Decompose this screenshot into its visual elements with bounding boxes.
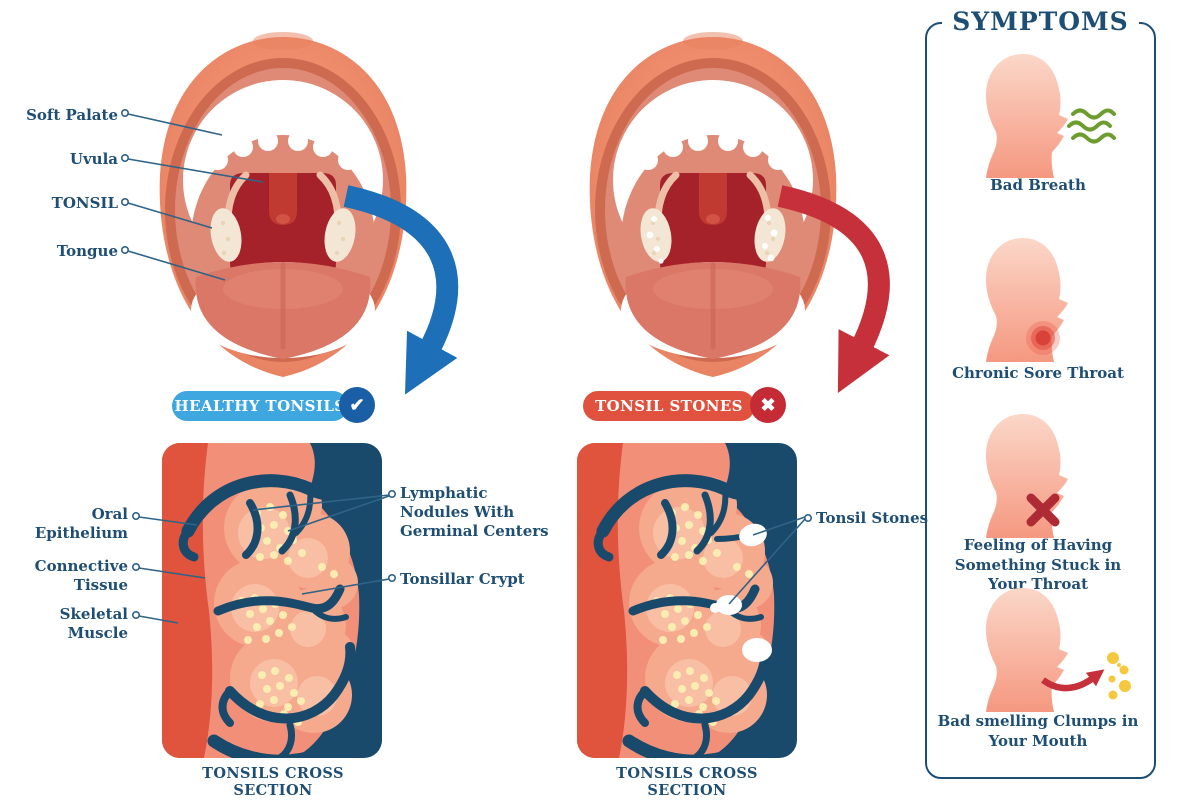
label-tonsil-stones: Tonsil Stones [816,509,929,527]
leader-lines [121,109,812,624]
x-mark-icon [1026,493,1060,527]
expel-arrow-icon [1041,669,1105,692]
label-tonsillar-crypt: Tonsillar Crypt [400,570,525,588]
bad-breath-icon [986,53,1116,178]
label-connective-tissue: Connective Tissue [34,557,128,594]
tonsil-stones-badge: TONSIL STONES [583,391,755,421]
clumps-icon [986,587,1131,712]
label-oral-epithelium: Oral Epithelium [34,505,128,542]
check-icon: ✔ [339,387,375,423]
healthy-section-caption: TONSILS CROSS SECTION [202,765,344,799]
stones-cross-section [577,443,797,761]
stones-arrow [777,185,890,394]
label-skeletal-muscle: Skeletal Muscle [59,605,128,642]
breath-waves-icon [1067,108,1116,144]
throat-pain-glow-icon [1026,321,1060,355]
symptom-clumps: Bad smelling Clumps in Your Mouth [937,712,1139,750]
healthy-arrow [343,185,459,395]
stuck-throat-icon [986,413,1068,538]
cross-icon: ✖ [750,387,786,423]
label-lymphatic-nodules: Lymphatic Nodules With Germinal Centers [400,484,549,540]
label-uvula: Uvula [69,150,118,168]
symptoms-title: SYMPTOMS [927,7,1154,36]
symptom-bad-breath: Bad Breath [990,176,1086,194]
stones-mouth-illustration [590,32,837,377]
healthy-cross-section [162,443,382,761]
symptom-stuck-throat: Feeling of Having Something Stuck in You… [954,536,1122,593]
label-soft-palate: Soft Palate [26,106,118,124]
label-tongue: Tongue [56,242,118,260]
healthy-tonsils-badge: HEALTHY TONSILS [172,391,348,421]
stones-section-caption: TONSILS CROSS SECTION [616,765,758,799]
label-tonsil: TONSIL [51,194,118,212]
sore-throat-icon [986,237,1068,362]
symptoms-panel: SYMPTOMS Bad Breath Chronic Sore Throat [925,7,1156,779]
symptom-sore-throat: Chronic Sore Throat [952,364,1124,382]
clump-particles-icon [1107,652,1131,700]
tonsil-stone-spots [646,215,778,264]
